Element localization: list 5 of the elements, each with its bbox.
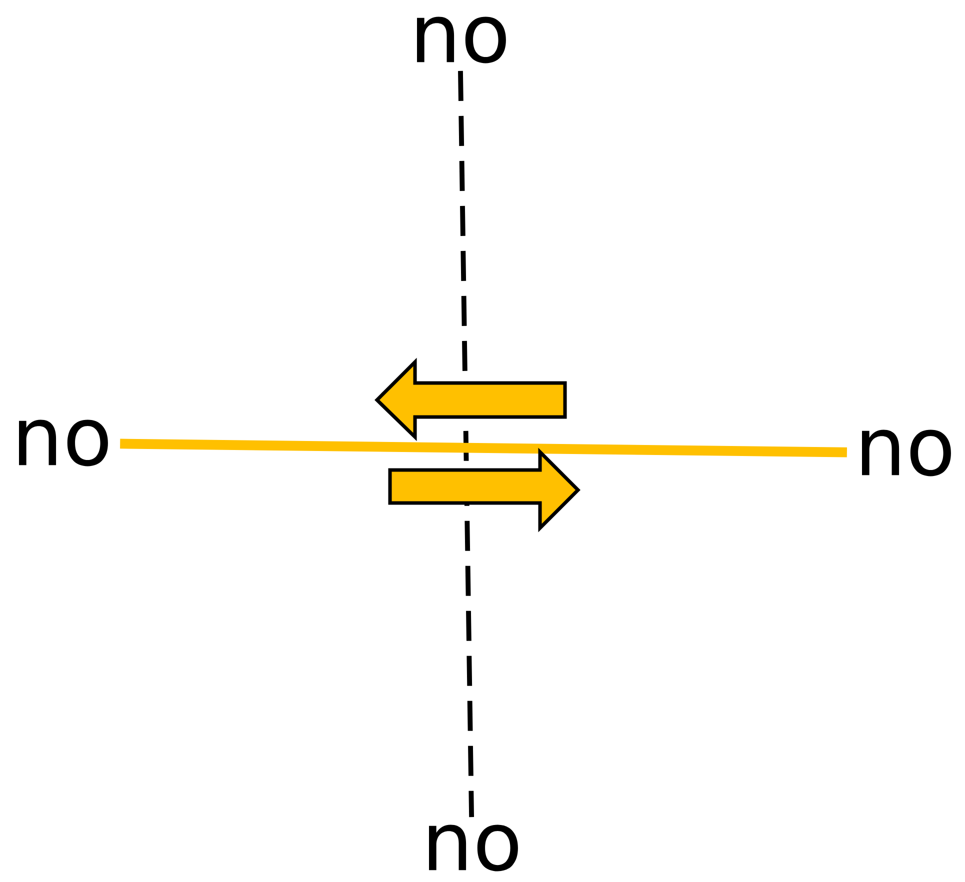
text-label: no [429, 824, 518, 872]
text-label: no [862, 430, 951, 476]
text-label: no [417, 16, 506, 64]
line [120, 438, 847, 458]
text-label: no [19, 420, 108, 466]
